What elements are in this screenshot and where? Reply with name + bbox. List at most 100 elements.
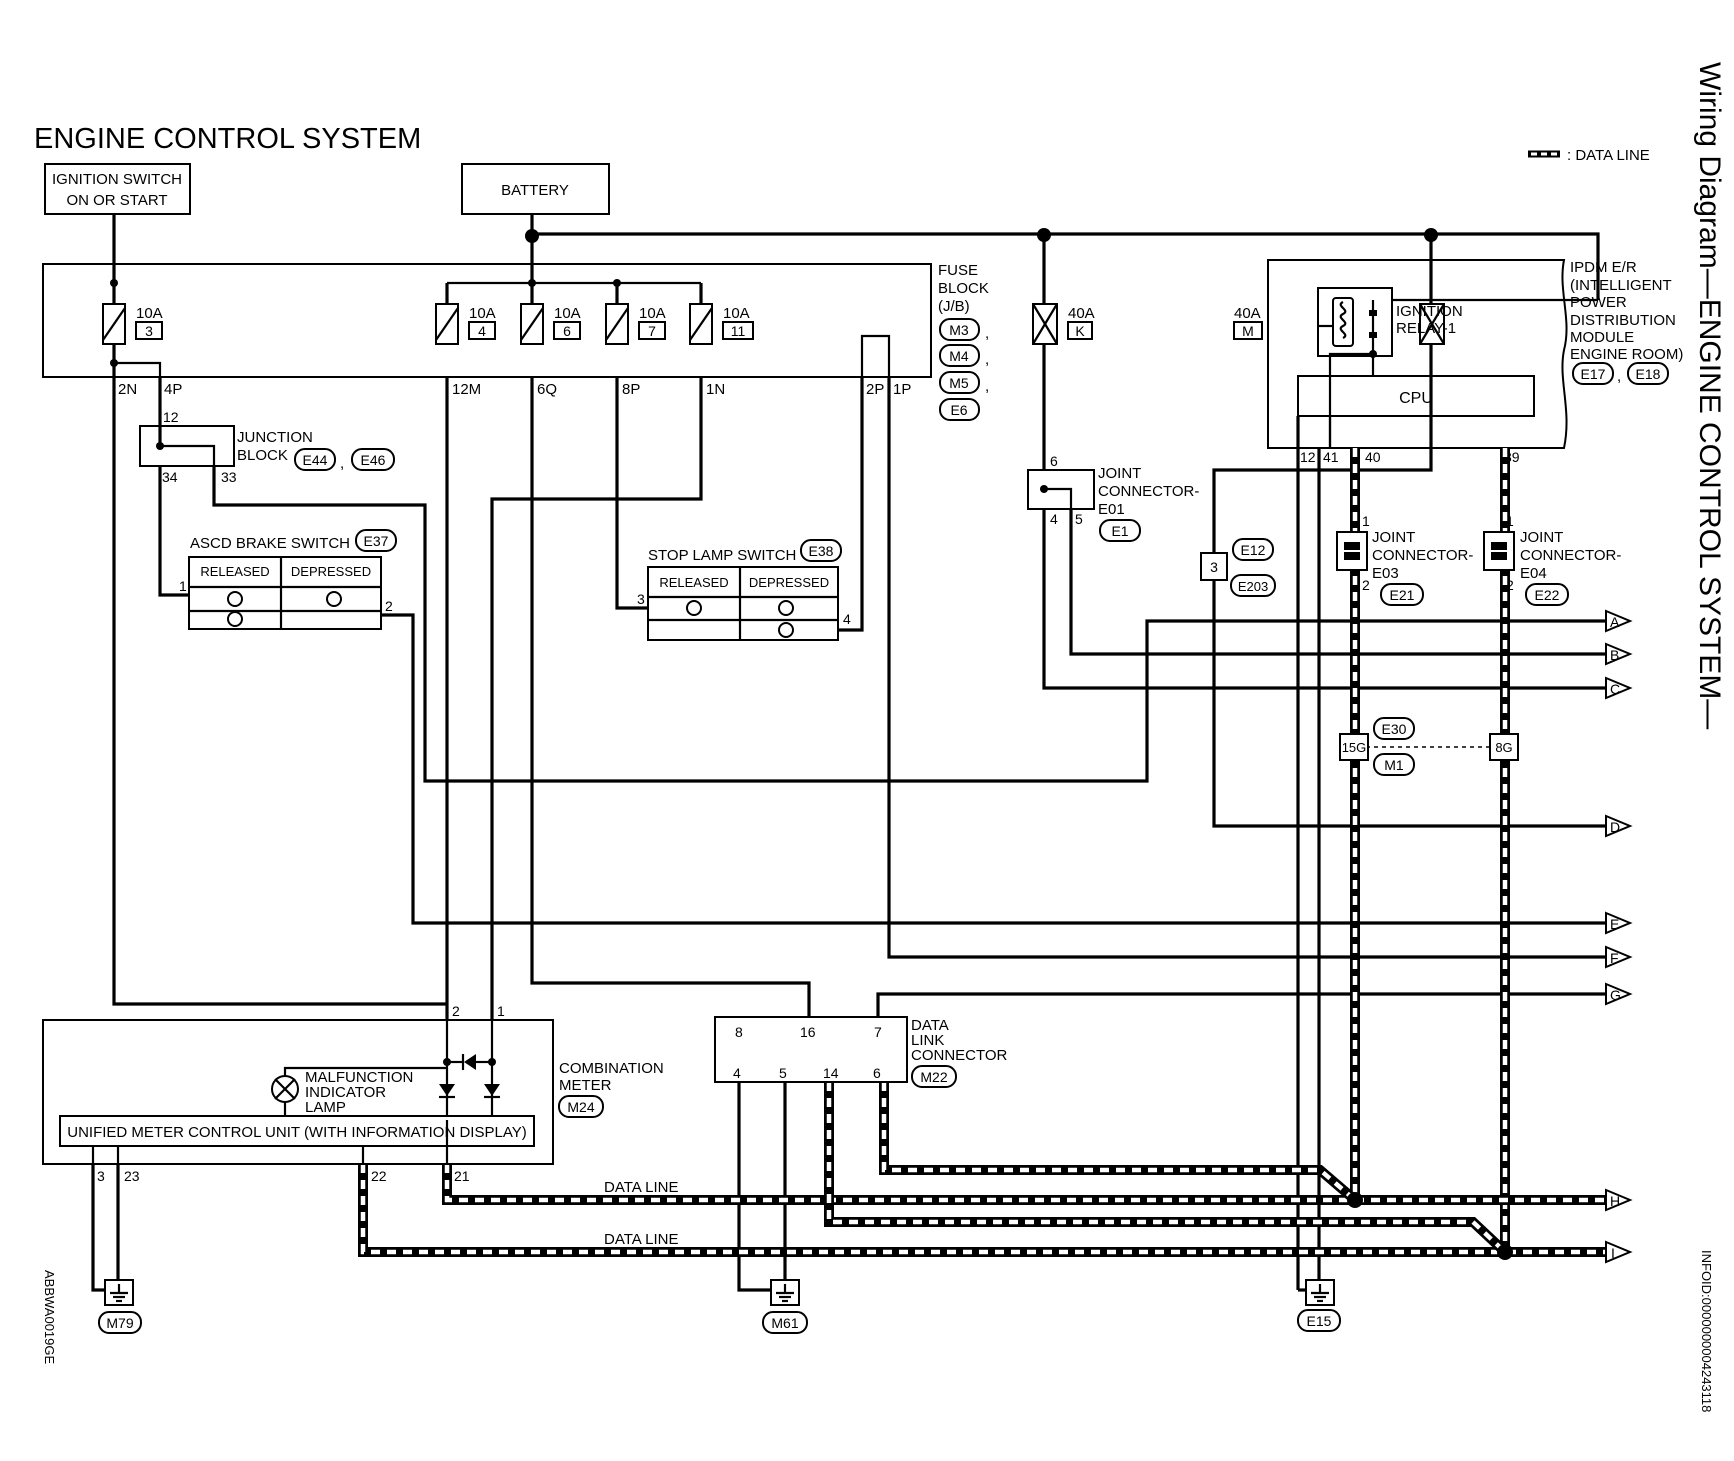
fuse-10a-3: 10A 3 xyxy=(102,303,163,345)
fuse-block-connector-m4: M4 , xyxy=(939,344,989,368)
svg-text:1: 1 xyxy=(179,578,187,594)
svg-text:2P: 2P xyxy=(866,381,884,398)
svg-text:16: 16 xyxy=(800,1024,816,1040)
svg-text:MODULE: MODULE xyxy=(1570,329,1634,346)
svg-text:10A: 10A xyxy=(469,305,496,322)
svg-text:LAMP: LAMP xyxy=(305,1099,346,1116)
ignition-switch: IGNITION SWITCH ON OR START xyxy=(44,163,191,215)
svg-text:E15: E15 xyxy=(1307,1313,1332,1329)
svg-text:1: 1 xyxy=(1362,513,1370,529)
arrow-a: A xyxy=(1605,609,1633,633)
svg-text:5: 5 xyxy=(1075,511,1083,527)
svg-text:10A: 10A xyxy=(554,305,581,322)
svg-text:JUNCTION: JUNCTION xyxy=(237,429,313,446)
svg-text:2: 2 xyxy=(452,1003,460,1019)
data-link-connector: 8 16 7 4 5 14 6 DATA LINK CONNECTOR M22 xyxy=(714,1016,1008,1088)
fuse-block-connector-m3: M3 , xyxy=(939,318,989,342)
arrow-i: I xyxy=(1605,1240,1633,1264)
svg-text:6: 6 xyxy=(1050,453,1058,469)
svg-text:JOINT: JOINT xyxy=(1372,529,1415,546)
fuse-10a-11: 10A 11 xyxy=(689,303,754,345)
svg-text:4: 4 xyxy=(478,323,486,339)
svg-text:2: 2 xyxy=(385,598,393,614)
svg-text:41: 41 xyxy=(1323,449,1339,465)
svg-text:1P: 1P xyxy=(893,381,911,398)
battery-label: BATTERY xyxy=(501,182,569,199)
svg-text:3: 3 xyxy=(145,323,153,339)
data-line-label-2: DATA LINE xyxy=(604,1231,678,1248)
svg-text:11: 11 xyxy=(731,323,746,339)
svg-text:UNIFIED METER CONTROL UNIT (WI: UNIFIED METER CONTROL UNIT (WITH INFORMA… xyxy=(67,1124,526,1141)
fusible-link-40a-k: 40A K xyxy=(1032,236,1095,345)
stop-lamp-switch: STOP LAMP SWITCH E38 RELEASED DEPRESSED … xyxy=(637,539,851,641)
svg-text:3: 3 xyxy=(1210,559,1218,575)
svg-text:2N: 2N xyxy=(118,381,137,398)
fuse-block-label-2: BLOCK xyxy=(938,280,989,297)
svg-text:METER: METER xyxy=(559,1077,612,1094)
svg-text:E46: E46 xyxy=(361,452,386,468)
svg-text:6: 6 xyxy=(563,323,571,339)
svg-text:A: A xyxy=(1610,614,1620,630)
ipdm-er: IPDM E/R (INTELLIGENT POWER DISTRIBUTION… xyxy=(1267,259,1683,465)
svg-text:POWER: POWER xyxy=(1570,294,1627,311)
ground-m61: M61 xyxy=(762,1279,808,1334)
svg-text:E: E xyxy=(1610,916,1619,932)
fuse-10a-4: 10A 4 xyxy=(435,303,496,345)
svg-text:H: H xyxy=(1610,1193,1620,1209)
svg-text:F: F xyxy=(1610,950,1619,966)
svg-text:COMBINATION: COMBINATION xyxy=(559,1060,664,1077)
svg-text:40A: 40A xyxy=(1068,305,1095,322)
arrow-g: G xyxy=(1605,982,1633,1006)
svg-text:K: K xyxy=(1075,323,1085,339)
svg-text:M3: M3 xyxy=(949,322,969,338)
svg-text:4P: 4P xyxy=(164,381,182,398)
combination-meter: 2 1 COMBINATION METER M24 MALFUNCTION IN… xyxy=(42,1003,664,1184)
svg-text:DISTRIBUTION: DISTRIBUTION xyxy=(1570,312,1676,329)
fuse-block-label-3: (J/B) xyxy=(938,298,970,315)
legend-text: : DATA LINE xyxy=(1567,147,1650,164)
svg-text:RELAY-1: RELAY-1 xyxy=(1396,320,1456,337)
svg-text:M61: M61 xyxy=(771,1315,798,1331)
svg-text:E44: E44 xyxy=(303,452,328,468)
svg-text:,: , xyxy=(985,325,989,342)
svg-text:C: C xyxy=(1610,681,1620,697)
svg-text:34: 34 xyxy=(162,469,178,485)
svg-text:10A: 10A xyxy=(723,305,750,322)
svg-text:5: 5 xyxy=(779,1065,787,1081)
ignition-switch-label-2: ON OR START xyxy=(66,192,167,209)
svg-text:12: 12 xyxy=(163,409,179,425)
svg-text:ASCD BRAKE SWITCH: ASCD BRAKE SWITCH xyxy=(190,535,350,552)
svg-text:8: 8 xyxy=(735,1024,743,1040)
svg-text:6: 6 xyxy=(873,1065,881,1081)
data-line-label-1: DATA LINE xyxy=(604,1179,678,1196)
svg-text:22: 22 xyxy=(371,1168,387,1184)
harness-connector-e12: 3 E12 E203 xyxy=(1200,538,1276,597)
svg-text:E203: E203 xyxy=(1238,579,1268,594)
svg-text:E21: E21 xyxy=(1390,587,1415,603)
svg-text:8G: 8G xyxy=(1495,740,1512,755)
junction-block: 12 JUNCTION BLOCK E44 , E46 34 33 xyxy=(139,409,395,485)
ascd-brake-switch: ASCD BRAKE SWITCH E37 RELEASED DEPRESSED… xyxy=(179,529,397,630)
svg-text:40: 40 xyxy=(1365,449,1381,465)
arrow-d: D xyxy=(1605,814,1633,838)
arrow-e: E xyxy=(1605,911,1633,935)
svg-text:4: 4 xyxy=(843,611,851,627)
svg-text:B: B xyxy=(1610,647,1619,663)
battery: BATTERY xyxy=(461,163,610,215)
svg-text:M22: M22 xyxy=(920,1069,947,1085)
svg-text:RELEASED: RELEASED xyxy=(200,564,269,579)
svg-text:M24: M24 xyxy=(567,1099,594,1115)
svg-text:7: 7 xyxy=(648,323,656,339)
harness-connector-e30-m1: 15G 8G E30 M1 xyxy=(1339,717,1519,776)
svg-text:M1: M1 xyxy=(1384,757,1404,773)
fuse-10a-7: 10A 7 xyxy=(605,303,666,345)
svg-text:,: , xyxy=(340,455,344,472)
svg-text:DATA: DATA xyxy=(911,1017,949,1034)
data-line-legend: : DATA LINE xyxy=(1528,147,1650,164)
svg-text:,: , xyxy=(985,378,989,395)
svg-text:4: 4 xyxy=(1050,511,1058,527)
svg-text:JOINT: JOINT xyxy=(1098,465,1141,482)
svg-text:CONNECTOR-: CONNECTOR- xyxy=(1520,547,1621,564)
